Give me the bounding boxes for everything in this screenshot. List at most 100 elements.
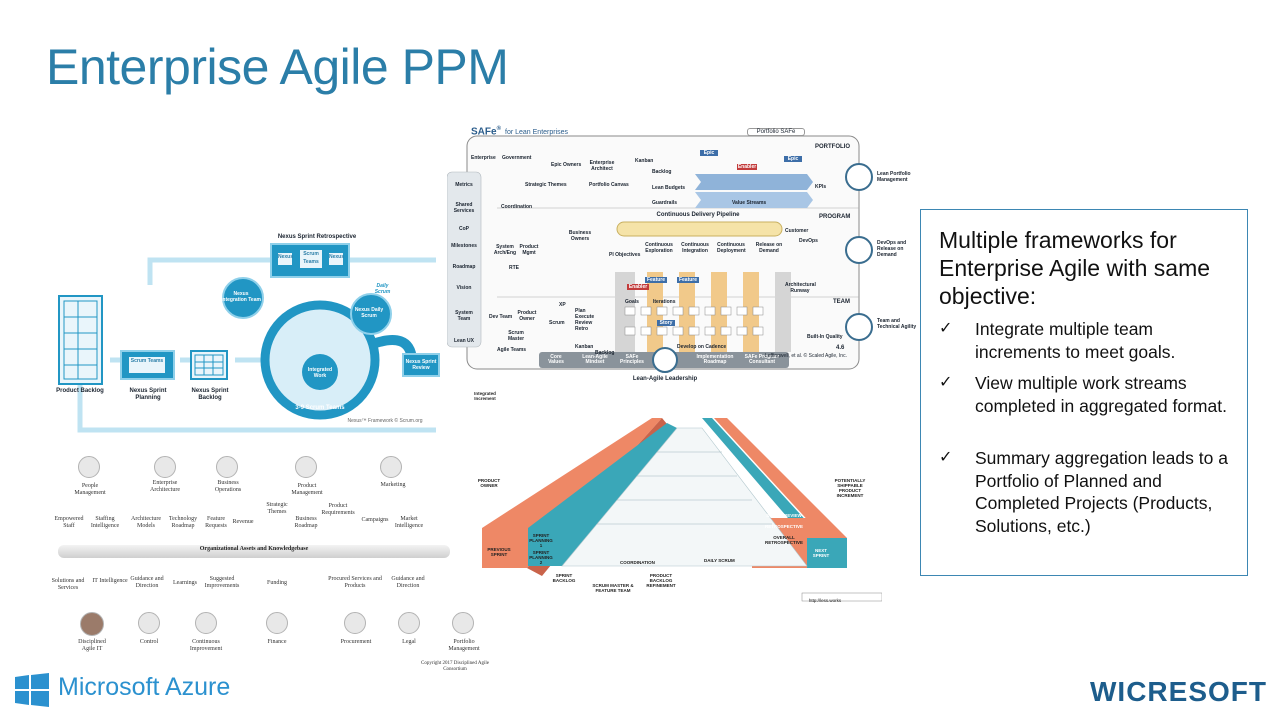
da-bottom-label: Control: [139, 639, 159, 645]
team-item: Scrum: [549, 320, 565, 326]
right-label-team: Team and Technical Agility: [877, 318, 917, 330]
da-mid-label: Feature Requests: [205, 516, 227, 529]
left-item: Roadmap: [452, 264, 476, 270]
da-mid-label: Campaigns: [361, 517, 389, 523]
improvement-icon: [195, 612, 217, 634]
safe-version: 4.6: [836, 345, 845, 351]
epic-tag: Epic: [700, 150, 718, 156]
portfolio-icon: [452, 612, 474, 634]
lean-agile-leadership: Lean-Agile Leadership: [632, 376, 698, 382]
scrum-teams-label: 3-9 Scrum Teams: [295, 405, 345, 411]
procurement-icon: [344, 612, 366, 634]
level-program: PROGRAM: [819, 214, 851, 220]
sprint-planning-box: Scrum Teams: [120, 350, 175, 380]
enabler-tag: Enabler: [737, 164, 757, 170]
portfolio-item: Lean Budgets: [652, 185, 686, 191]
da-bottom-label: Legal: [402, 639, 416, 645]
scrum-master-team: SCRUM MASTER & FEATURE TEAM: [592, 583, 634, 593]
da-top-label: Product Management: [291, 483, 323, 496]
integration-team-circle: [222, 277, 264, 319]
product-backlog-grid: [63, 300, 98, 380]
sprint-review-label: Nexus Sprint Review: [405, 359, 437, 371]
less-sprint-backlog: SPRINT BACKLOG: [552, 573, 576, 583]
team-item: Agile Teams: [497, 347, 527, 353]
left-item: CoP: [459, 226, 469, 232]
less-url: http://less.works: [808, 598, 842, 603]
da-top-label: Business Operations: [214, 480, 242, 493]
da-lower-label: Suggested Improvements: [204, 576, 240, 589]
da-lower-label: Procured Services and Products: [328, 576, 382, 589]
portfolio-item: Epic Owners: [551, 162, 582, 168]
team-item: Plan: [575, 308, 586, 314]
da-mid-label: Revenue: [232, 519, 254, 525]
legal-icon: [398, 612, 420, 634]
team-item: Scrum Master: [507, 330, 525, 342]
team-item: Built-In Quality: [807, 334, 843, 340]
next-sprint: NEXT SPRINT: [812, 548, 830, 558]
people-icon: [78, 456, 100, 478]
sprint-planning-label: Nexus Sprint Planning: [129, 388, 167, 401]
right-label-portfolio: Lean Portfolio Management: [877, 171, 911, 183]
left-item: System Team: [455, 310, 473, 322]
control-icon: [138, 612, 160, 634]
team-item: Dev Team: [489, 314, 513, 320]
da-lower-label: Funding: [266, 580, 287, 586]
program-item: Continuous Integration: [681, 242, 709, 254]
da-bottom-label: Portfolio Management: [448, 639, 480, 652]
da-lower-label: IT Intelligence: [92, 578, 128, 584]
team-item: Retro: [575, 326, 589, 332]
nexus-retrospective-label: Nexus Sprint Retrospective: [277, 234, 357, 240]
microsoft-azure-logo: Microsoft Azure: [58, 673, 231, 701]
bullet-text: Summary aggregation leads to a Portfolio…: [975, 448, 1228, 536]
check-icon: ✓: [939, 320, 953, 337]
da-mid-label: Architecture Models: [131, 516, 161, 529]
sprint-review-box: [402, 353, 440, 377]
da-bottom-label: Finance: [267, 639, 287, 645]
bottom-item: SAFe Program Consultant: [744, 354, 780, 365]
bottom-item: Implementation Roadmap: [696, 354, 734, 365]
product-backlog-label: Product Backlog: [56, 388, 104, 394]
da-lower-label: Learnings: [173, 580, 197, 586]
left-item: Milestones: [451, 243, 477, 249]
team-item: XP: [559, 302, 566, 308]
left-item: Shared Services: [453, 202, 475, 214]
safe-diagram: SAFe® for Lean Enterprises Portfolio SAF…: [447, 122, 917, 390]
slide-title: Enterprise Agile PPM: [46, 39, 509, 95]
program-item: RTE: [509, 265, 519, 271]
portfolio-item: Enterprise: [471, 155, 496, 161]
da-top-label: Marketing: [380, 482, 406, 488]
nexus-daily-scrum-label: Nexus Daily Scrum: [354, 307, 384, 319]
da-bottom-label: Continuous Improvement: [189, 639, 223, 652]
da-lower-label: Solutions and Services: [51, 578, 85, 591]
portfolio-item: Strategic Themes: [525, 182, 567, 188]
level-team: TEAM: [833, 299, 850, 305]
left-item: Metrics: [455, 182, 473, 188]
integrated-work-label: Integrated Work: [307, 367, 333, 379]
portfolio-item: Portfolio Canvas: [589, 182, 629, 188]
da-lower-label: Guidance and Direction: [391, 576, 425, 589]
da-lower-label: Guidance and Direction: [130, 576, 164, 589]
program-item: Continuous Delivery Pipeline: [656, 212, 740, 218]
team-item: Backlog: [595, 350, 615, 356]
integrated-increment: Integrated Increment: [474, 391, 496, 401]
scrum-teams-card: Scrum Teams: [128, 356, 166, 374]
less-retrospective: RETROSPECTIVE: [764, 524, 803, 529]
text-panel: Multiple frameworks for Enterprise Agile…: [920, 209, 1248, 576]
safe-title: SAFe®: [471, 126, 501, 138]
team-item: Execute: [575, 314, 595, 320]
nexus-retrospective-box: Nexus Scrum Teams Nexus: [270, 243, 350, 278]
program-item: Release on Demand: [755, 242, 783, 254]
da-mid-label: Technology Roadmap: [168, 516, 198, 529]
bottom-item: Lean-Agile Mindset: [582, 354, 608, 365]
product-owner: PRODUCT OWNER: [477, 478, 501, 488]
less-overall-retro: OVERALL RETROSPECTIVE: [764, 535, 803, 545]
da-mid-label: Market Intelligence: [394, 516, 424, 529]
integration-team-label: Nexus Integration Team: [221, 291, 261, 303]
architecture-icon: [154, 456, 176, 478]
program-item: Customer: [785, 228, 809, 234]
da-knowledgebase-label: Organizational Assets and Knowledgebase: [199, 546, 309, 552]
program-item: PI Objectives: [609, 252, 641, 258]
shippable-increment: POTENTIALLY SHIPPABLE PRODUCT INCREMENT: [834, 478, 866, 498]
safe-tab: Portfolio SAFe: [747, 128, 805, 136]
bullet-text: View multiple work streams completed in …: [975, 373, 1227, 416]
